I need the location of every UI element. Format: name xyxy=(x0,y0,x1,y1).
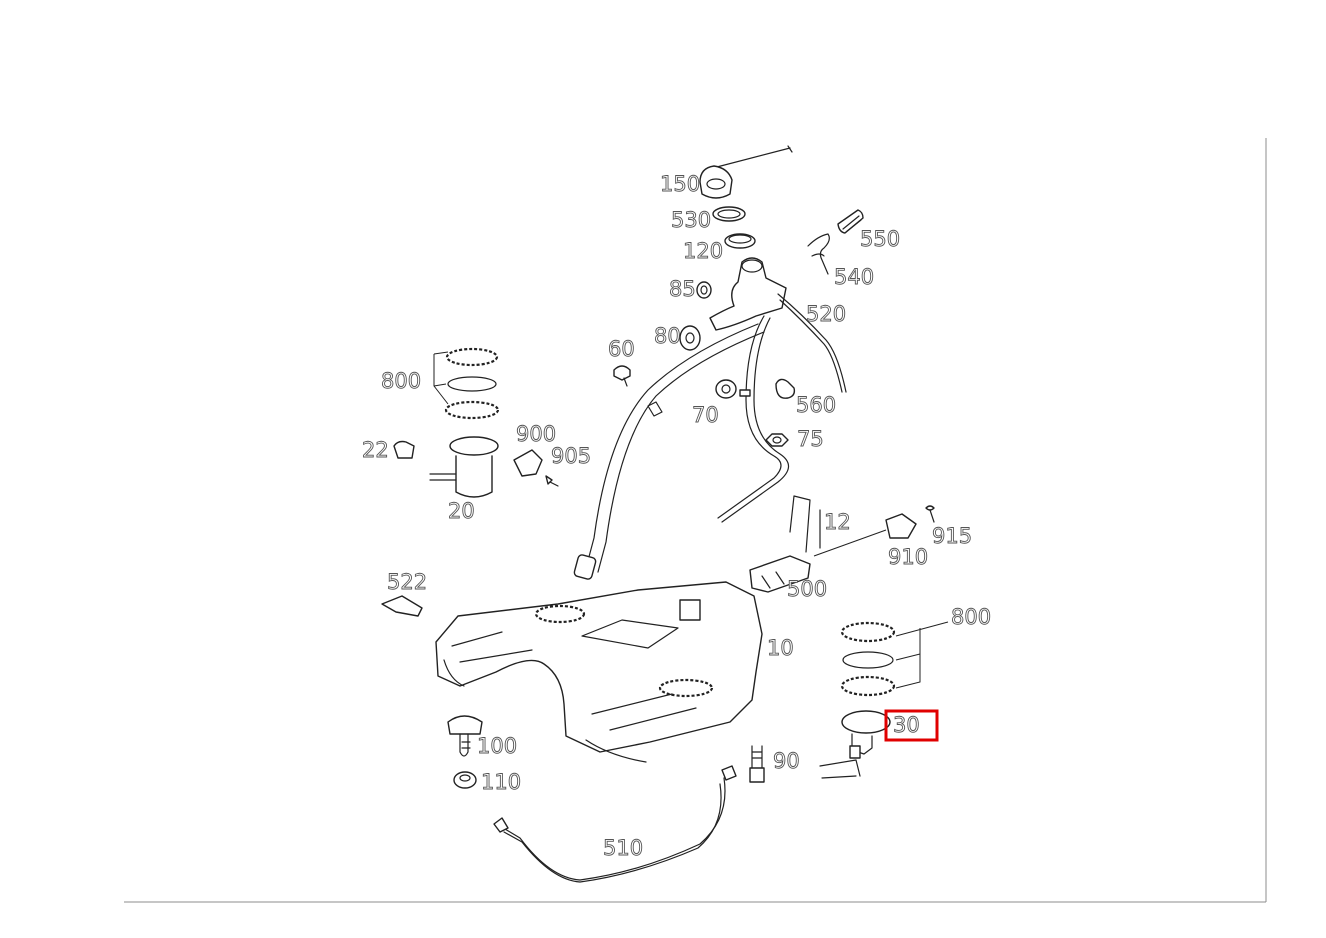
mount-100[interactable] xyxy=(447,715,483,757)
highlight-box-30 xyxy=(884,709,939,742)
callout-60: 60 xyxy=(608,337,635,361)
callout-30: 30 xyxy=(893,713,920,737)
callout-500: 500 xyxy=(787,577,827,601)
sensor-900[interactable] xyxy=(513,449,543,477)
callout-560: 560 xyxy=(796,393,836,417)
strap-510[interactable] xyxy=(493,765,737,883)
callout-150: 150 xyxy=(660,172,700,196)
callout-520: 520 xyxy=(806,302,846,326)
callout-800-right: 800 xyxy=(951,605,991,629)
bracket-540[interactable] xyxy=(807,233,830,275)
callout-510: 510 xyxy=(603,836,643,860)
callout-75: 75 xyxy=(797,427,824,451)
fuel-sender-30[interactable] xyxy=(819,710,891,779)
callout-12: 12 xyxy=(824,510,851,534)
callout-800-left: 800 xyxy=(381,369,421,393)
clamp-560[interactable] xyxy=(775,378,796,399)
connector-22[interactable] xyxy=(393,440,415,459)
fuel-tank-10[interactable] xyxy=(435,581,763,763)
screw-915[interactable] xyxy=(925,505,935,523)
bolt-60[interactable] xyxy=(613,365,631,387)
callout-10: 10 xyxy=(767,636,794,660)
callout-110: 110 xyxy=(481,770,521,794)
vent-line xyxy=(717,315,790,523)
seal-ring-120[interactable] xyxy=(724,233,756,249)
seal-ring-530[interactable] xyxy=(712,206,746,222)
bolt-90[interactable] xyxy=(749,745,765,783)
callout-20: 20 xyxy=(448,499,475,523)
fuel-pump-20[interactable] xyxy=(429,436,499,498)
callout-70: 70 xyxy=(692,403,719,427)
callout-540: 540 xyxy=(834,265,874,289)
callout-530: 530 xyxy=(671,208,711,232)
callout-905: 905 xyxy=(551,444,591,468)
fill-pipe xyxy=(573,323,765,580)
fuel-cap-150[interactable] xyxy=(699,145,793,199)
grommet-85[interactable] xyxy=(696,281,712,299)
seal-set-800-left[interactable] xyxy=(433,347,500,420)
hose-550[interactable] xyxy=(837,209,864,234)
callout-900: 900 xyxy=(516,422,556,446)
callout-550: 550 xyxy=(860,227,900,251)
filler-neck-520[interactable] xyxy=(709,257,847,393)
screw-905[interactable] xyxy=(545,475,559,487)
callout-120: 120 xyxy=(683,239,723,263)
callout-90: 90 xyxy=(773,749,800,773)
grommet-70[interactable] xyxy=(715,379,737,399)
nut-75[interactable] xyxy=(765,433,789,447)
callout-100: 100 xyxy=(477,734,517,758)
clip-522[interactable] xyxy=(381,595,423,617)
callout-522: 522 xyxy=(387,570,427,594)
callout-22: 22 xyxy=(362,438,389,462)
callout-915: 915 xyxy=(932,524,972,548)
callout-80: 80 xyxy=(654,324,681,348)
seal-set-800-right[interactable] xyxy=(840,621,949,697)
connector-500[interactable] xyxy=(749,555,811,593)
bushing-110[interactable] xyxy=(453,771,477,789)
callout-910: 910 xyxy=(888,545,928,569)
callout-85: 85 xyxy=(669,277,696,301)
grommet-80[interactable] xyxy=(679,325,701,351)
bracket-910[interactable] xyxy=(813,513,917,557)
strap-12[interactable] xyxy=(789,495,821,553)
